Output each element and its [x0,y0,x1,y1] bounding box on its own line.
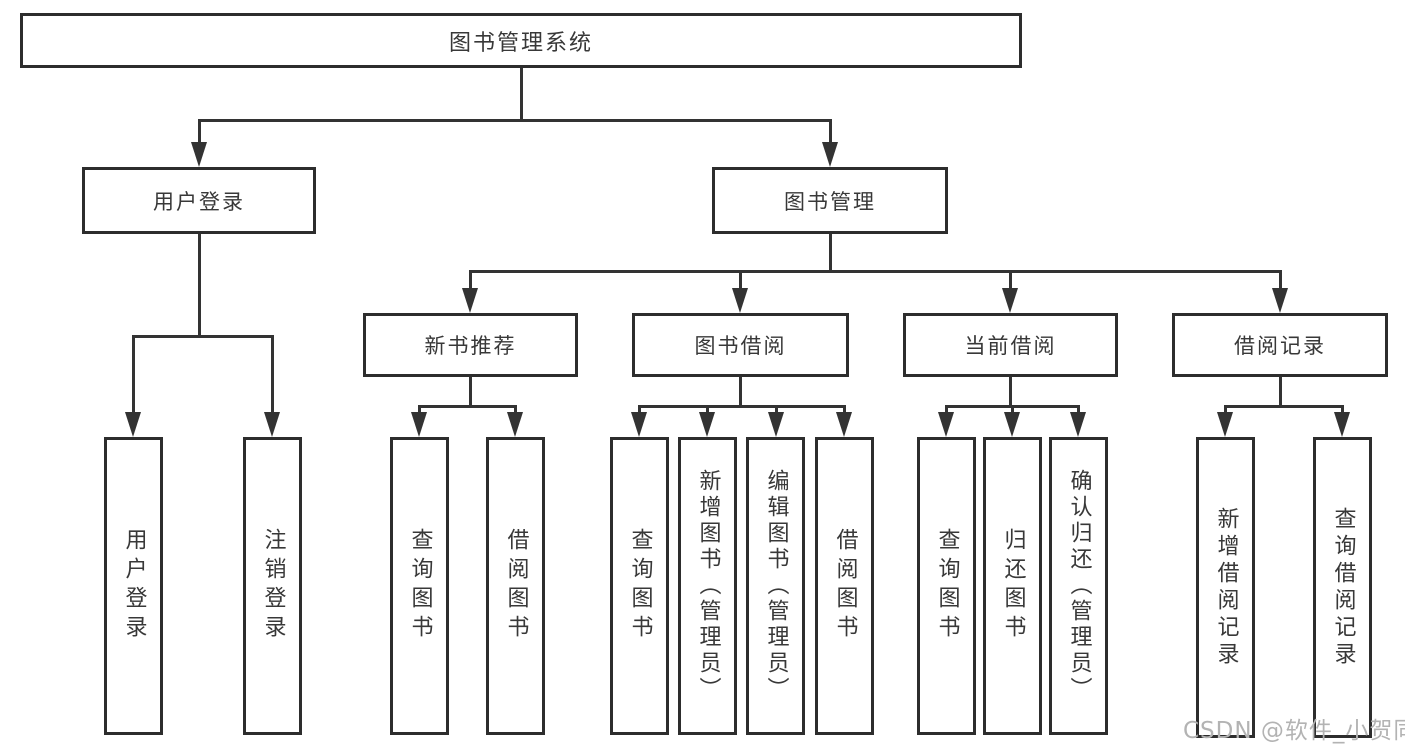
arrow-down-icon [1004,412,1020,437]
arrow-down-icon [836,412,852,437]
arrow-down-icon [1070,412,1086,437]
leaf-user-login: 用户登录 [104,437,163,735]
connector-line [198,119,201,145]
connector-line [739,377,742,407]
connector-line [638,405,846,408]
connector-line [469,270,472,291]
arrow-down-icon [1217,412,1233,437]
leaf-borrow-books-borrowing: 借阅图书 [815,437,874,735]
leaf-query-books-current: 查询图书 [917,437,976,735]
connector-line [1279,270,1282,291]
arrow-down-icon [1272,288,1288,313]
arrow-down-icon [462,288,478,313]
arrow-down-icon [125,412,141,437]
connector-line [1224,405,1227,415]
leaf-borrow-books-recommendation: 借阅图书 [486,437,545,735]
arrow-down-icon [631,412,647,437]
arrow-down-icon [768,412,784,437]
connector-line [418,405,517,408]
node-book-management: 图书管理 [712,167,948,234]
connector-line [638,405,641,415]
node-new-book-recommendation: 新书推荐 [363,313,578,377]
node-book-borrowing: 图书借阅 [632,313,849,377]
connector-line [1279,377,1282,407]
connector-line [945,405,948,415]
node-borrowing-records: 借阅记录 [1172,313,1388,377]
node-library-management-system: 图书管理系统 [20,13,1022,68]
leaf-return-books: 归还图书 [983,437,1042,735]
connector-line [271,335,274,415]
connector-line [1224,405,1343,408]
arrow-down-icon [1334,412,1350,437]
connector-line [469,377,472,407]
connector-line [829,234,832,272]
leaf-query-borrow-record: 查询借阅记录 [1313,437,1372,738]
connector-line [843,405,846,415]
arrow-down-icon [191,142,207,167]
node-current-borrowing: 当前借阅 [903,313,1118,377]
connector-line [132,335,274,338]
arrow-down-icon [264,412,280,437]
arrow-down-icon [1002,288,1018,313]
connector-line [1011,405,1014,415]
leaf-edit-books-admin: 编辑图书（管理员） [746,437,805,735]
leaf-query-books-recommendation: 查询图书 [390,437,449,735]
connector-line [1009,270,1012,291]
connector-line [132,335,135,415]
arrow-down-icon [507,412,523,437]
connector-line [418,405,421,415]
arrow-down-icon [732,288,748,313]
connector-line [198,119,832,122]
connector-line [775,405,778,415]
csdn-watermark: CSDN @软件_小贺同学 [1183,718,1405,744]
connector-line [1341,405,1344,415]
leaf-logout-login: 注销登录 [243,437,302,735]
arrow-down-icon [411,412,427,437]
connector-line [706,405,709,415]
connector-line [1077,405,1080,415]
leaf-add-books-admin: 新增图书（管理员） [678,437,737,735]
connector-line [1009,377,1012,407]
connector-line [739,270,742,291]
arrow-down-icon [699,412,715,437]
leaf-confirm-return-admin: 确认归还（管理员） [1049,437,1108,735]
arrow-down-icon [938,412,954,437]
connector-line [520,68,523,121]
node-user-login: 用户登录 [82,167,316,234]
connector-line [469,270,1282,273]
leaf-add-borrow-record: 新增借阅记录 [1196,437,1255,738]
connector-line [198,234,201,337]
leaf-query-books-borrowing: 查询图书 [610,437,669,735]
connector-line [829,119,832,145]
arrow-down-icon [822,142,838,167]
connector-line [514,405,517,415]
